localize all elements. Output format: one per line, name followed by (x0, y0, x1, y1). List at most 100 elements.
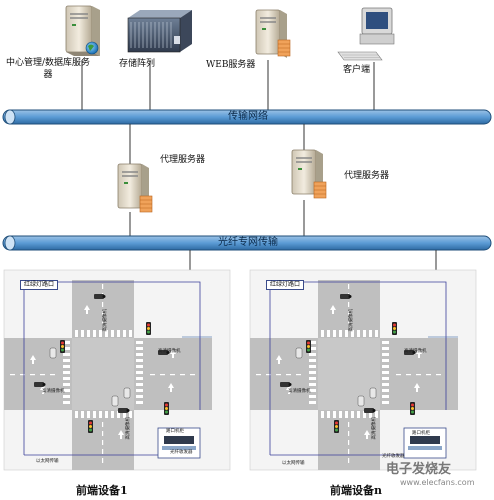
lane-marking (102, 431, 104, 436)
web-server-label: WEB服务器 (206, 60, 256, 70)
crosswalk-stripe (129, 330, 132, 337)
lane-marking (348, 284, 350, 289)
crosswalk-stripe (93, 411, 96, 418)
lane-marking (102, 284, 104, 289)
camera-icon (118, 408, 128, 413)
light-yellow (307, 345, 310, 348)
lane-arrow (330, 305, 336, 314)
client-pc-icon (337, 7, 395, 61)
siten-net-line: 以太网传输 (282, 461, 305, 466)
lane-arrow (276, 355, 282, 364)
light-yellow (165, 407, 168, 410)
light-yellow (411, 407, 414, 410)
siten-cam-b: 高清摄像机 (404, 349, 427, 354)
crosswalk-stripe (136, 359, 143, 362)
crosswalk-stripe (339, 411, 342, 418)
crosswalk-stripe (93, 330, 96, 337)
lane-marking (102, 320, 104, 325)
front-end-site-n (249, 269, 477, 471)
crosswalk-stripe (382, 347, 389, 350)
crosswalk-stripe (105, 330, 108, 337)
lane-marking (396, 374, 401, 376)
crosswalk-stripe (382, 365, 389, 368)
site1-switch: 光纤收发器 (170, 450, 193, 455)
center-server-icon (65, 5, 100, 56)
crosswalk-stripe (309, 347, 316, 350)
crosswalk-stripe (63, 401, 70, 404)
lane-arrow (118, 430, 124, 439)
crosswalk-stripe (382, 395, 389, 398)
lane-arrow (40, 385, 46, 394)
crosswalk-stripe (369, 411, 372, 418)
crosswalk-stripe (382, 359, 389, 362)
crosswalk-stripe (81, 330, 84, 337)
camera-lens (412, 351, 416, 354)
light-green (411, 410, 414, 414)
lane-marking (10, 374, 15, 376)
intersection-center (318, 338, 380, 410)
camera-lens (166, 351, 170, 354)
proxy-right-label: 代理服务器 (344, 171, 390, 181)
light-red (335, 421, 338, 425)
lane-marking (102, 449, 104, 454)
crosswalk-stripe (345, 411, 348, 418)
light-green (165, 410, 168, 414)
light-red (147, 323, 150, 327)
light-yellow (61, 345, 64, 348)
lane-marking (160, 374, 165, 376)
light-red (61, 341, 64, 345)
siten-caption: 前端设备n (330, 484, 382, 497)
storage-array-label: 存储阵列 (119, 59, 156, 69)
lane-arrow (364, 430, 370, 439)
crosswalk-stripe (351, 411, 354, 418)
lane-marking (256, 374, 261, 376)
crosswalk-stripe (117, 411, 120, 418)
crosswalk-stripe (75, 330, 78, 337)
crosswalk-stripe (375, 411, 378, 418)
proxy-server-right-icon (291, 149, 327, 199)
proxy-left-label: 代理服务器 (160, 155, 206, 165)
siten-cam-d: 高清摄像机 (372, 417, 377, 440)
crosswalk-stripe (309, 365, 316, 368)
crosswalk-stripe (382, 371, 389, 374)
crosswalk-stripe (345, 330, 348, 337)
crosswalk-stripe (63, 359, 70, 362)
camera-lens (288, 383, 292, 386)
lane-marking (50, 374, 55, 376)
crosswalk-stripe (309, 377, 316, 380)
crosswalk-stripe (321, 411, 324, 418)
crosswalk-stripe (321, 330, 324, 337)
crosswalk-stripe (63, 365, 70, 368)
lane-marking (190, 374, 195, 376)
fiber-network-bus (2, 235, 492, 251)
siten-cam-a: 高清摄像机 (349, 309, 354, 332)
proxy-links (129, 124, 305, 236)
siten-cam-c: 高清摄像机 (288, 389, 311, 394)
client-label: 客户端 (343, 65, 371, 75)
siten-switch: 光纤收发器 (382, 454, 405, 459)
lane-arrow (84, 305, 90, 314)
light-red (393, 323, 396, 327)
crosswalk-stripe (87, 330, 90, 337)
lane-marking (348, 320, 350, 325)
crosswalk-stripe (99, 411, 102, 418)
crosswalk-stripe (63, 383, 70, 386)
crosswalk-stripe (99, 330, 102, 337)
camera-lens (102, 295, 106, 298)
lane-marking (180, 374, 185, 376)
center-server-label: 中心管理/数据库服务器 (5, 58, 91, 80)
lane-marking (170, 374, 175, 376)
light-red (307, 341, 310, 345)
cable-line (270, 281, 447, 330)
crosswalk-stripe (327, 330, 330, 337)
crosswalk-stripe (369, 330, 372, 337)
crosswalk-stripe (382, 401, 389, 404)
light-red (411, 403, 414, 407)
camera-icon (404, 350, 414, 355)
crosswalk-stripe (309, 401, 316, 404)
lane-marking (102, 458, 104, 463)
car-icon (111, 395, 119, 407)
lane-arrow (416, 349, 422, 358)
light-green (307, 348, 310, 352)
